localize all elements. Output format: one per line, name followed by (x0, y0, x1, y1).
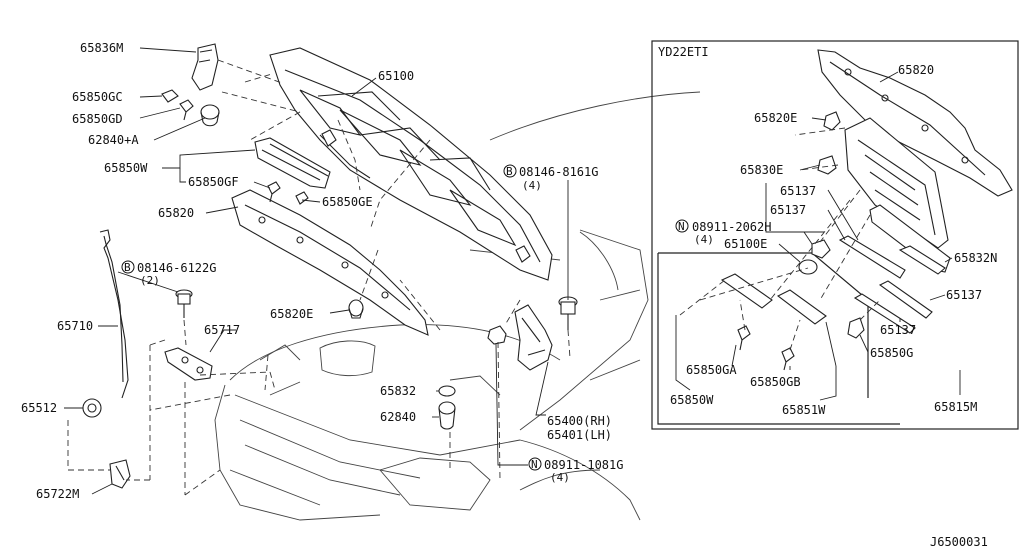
drawing-code: J6500031 (930, 535, 988, 549)
inset-label-65820E: 65820E (754, 111, 797, 125)
inset-label-65850G: 65850G (870, 346, 913, 360)
inset-hood-insulator[interactable] (817, 49, 1013, 197)
label-08146-6122G-qty: (2) (140, 274, 160, 287)
label-65850W: 65850W (104, 161, 148, 175)
label-65820E: 65820E (270, 307, 313, 321)
bolt-symbol-icon (503, 164, 517, 178)
inset-label-65137-d: 65137 (880, 323, 916, 337)
label-65717: 65717 (204, 323, 240, 337)
label-08146-8161G: 08146-8161G (519, 165, 598, 179)
clip-65850GC[interactable] (161, 89, 179, 103)
label-08146-8161G-qty: (4) (522, 179, 542, 192)
inset-frame (651, 40, 1019, 430)
label-65100: 65100 (378, 69, 414, 83)
inset-label-65820: 65820 (898, 63, 934, 77)
clip-65850GD[interactable] (179, 99, 194, 121)
label-08911-1081G-qty: (4) (550, 471, 570, 484)
inset-label-65137-c: 65137 (946, 288, 982, 302)
inset-nut-08911-2062H[interactable] (811, 239, 831, 259)
label-65832: 65832 (380, 384, 416, 398)
label-65401-LH: 65401(LH) (547, 428, 612, 442)
grommet-65512[interactable] (82, 398, 102, 418)
inset-clip-GB[interactable] (781, 347, 795, 371)
inset-yd22eti: YD22ETI (651, 40, 1019, 430)
bolt-symbol-icon (121, 260, 135, 274)
label-65820: 65820 (158, 206, 194, 220)
inset-strip-65850GB[interactable] (776, 289, 827, 325)
buffer-65832[interactable] (438, 385, 456, 397)
inset-clip-GA[interactable] (737, 325, 751, 351)
inset-label-65850GA: 65850GA (686, 363, 737, 377)
inset-clip-65830E[interactable] (817, 155, 837, 175)
clip-65850GF[interactable] (267, 181, 281, 203)
label-65836M: 65836M (80, 41, 123, 55)
nut-08911-1081G[interactable] (487, 325, 507, 345)
bolt-08146-6122G[interactable] (175, 289, 193, 318)
inset-strip-65850GA[interactable] (720, 273, 773, 309)
inset-bumper-65100E[interactable] (798, 259, 818, 275)
nut-symbol-icon (675, 219, 689, 233)
inset-label-08911-2062H: 08911-2062H (692, 220, 771, 234)
vehicle-body-outline (214, 91, 701, 521)
bolt-08146-8161G[interactable] (558, 296, 578, 330)
label-08146-6122G: 08146-6122G (137, 261, 216, 275)
hood-stay-rod[interactable] (99, 229, 129, 399)
leader-lines-main (64, 47, 569, 495)
label-65850GC: 65850GC (72, 90, 123, 104)
label-65710: 65710 (57, 319, 93, 333)
bracket-65717[interactable] (164, 347, 213, 381)
hood-panel[interactable] (269, 47, 553, 281)
clip-near-hood[interactable] (321, 129, 531, 263)
bolt-symbol-letter: B (506, 165, 513, 178)
inset-label-65815M: 65815M (934, 400, 977, 414)
nut-symbol-icon (528, 457, 542, 471)
inset-label-65832N: 65832N (954, 251, 997, 265)
bumper-62840A[interactable] (200, 104, 220, 127)
clip-65722M[interactable] (109, 459, 131, 489)
label-08911-1081G: 08911-1081G (544, 458, 623, 472)
label-62840: 62840 (380, 410, 416, 424)
inset-panel-65832N[interactable] (844, 117, 951, 273)
label-65400-RH: 65400(RH) (547, 414, 612, 428)
nut-symbol-letter: N (531, 458, 538, 471)
inset-label-65850GB: 65850GB (750, 375, 801, 389)
inset-label-08911-2062H-qty: (4) (694, 233, 714, 246)
labels-main: 65836M 65850GC 65850GD 62840+A 65850W 65… (21, 41, 623, 501)
bumper-62840[interactable] (438, 401, 456, 430)
label-65722M: 65722M (36, 487, 79, 501)
hood-seal-65850W[interactable] (254, 137, 331, 189)
inset-clip-65820E[interactable] (823, 111, 841, 131)
inset-strips-65137[interactable] (838, 235, 946, 334)
hood-hinge-65400-65401[interactable] (514, 304, 553, 371)
label-65850GD: 65850GD (72, 112, 123, 126)
inset-clip-65850G[interactable] (847, 317, 865, 339)
hood-lock-65820E[interactable] (348, 299, 364, 319)
label-62840A: 62840+A (88, 133, 139, 147)
guide-lines-main (67, 59, 571, 496)
hood-insulator[interactable] (231, 189, 429, 336)
bolt-symbol-letter: B (124, 261, 131, 274)
nut-symbol-letter: N (678, 220, 685, 233)
inset-label-65137-b: 65137 (770, 203, 806, 217)
label-65512: 65512 (21, 401, 57, 415)
inset-title: YD22ETI (658, 45, 709, 59)
label-65850GF: 65850GF (188, 175, 239, 189)
clip-65850GE[interactable] (295, 191, 309, 205)
inset-label-65100E: 65100E (724, 237, 767, 251)
inset-label-65850W: 65850W (670, 393, 714, 407)
inset-label-65830E: 65830E (740, 163, 783, 177)
inset-label-65851W: 65851W (782, 403, 826, 417)
labels-inset: 65820 65820E 65830E 65137 65137 N 08911-… (670, 63, 997, 417)
label-65850GE: 65850GE (322, 195, 373, 209)
inset-label-65137-a: 65137 (780, 184, 816, 198)
hood-stay-holder-65836M[interactable] (191, 43, 219, 91)
